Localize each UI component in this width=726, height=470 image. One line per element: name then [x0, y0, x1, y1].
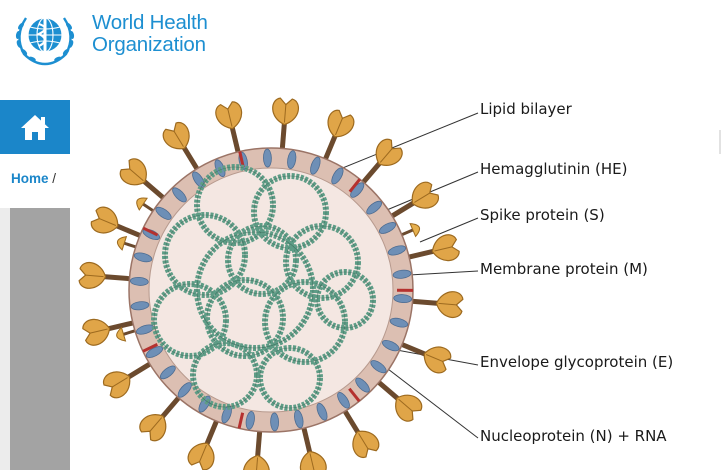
membrane-protein [245, 411, 255, 430]
breadcrumb: Home / [11, 171, 56, 186]
org-name-line2: Organization [92, 33, 206, 56]
leader-line [419, 217, 479, 243]
envelope-protein [396, 288, 414, 292]
membrane-protein [355, 377, 370, 393]
page-edge-divider [719, 130, 726, 154]
spike-protein [242, 427, 270, 470]
membrane-protein [133, 252, 153, 263]
who-logo[interactable]: World Health Organization [8, 6, 218, 68]
spike-protein [78, 261, 134, 289]
spike-protein [387, 181, 440, 221]
spike-protein [404, 234, 460, 262]
label-envelope-glycoprotein: Envelope glycoprotein (E) [480, 353, 674, 371]
spike-protein [215, 101, 243, 157]
spike-protein [358, 138, 403, 187]
spike-protein [119, 158, 168, 203]
spike-protein [102, 359, 155, 399]
membrane-protein [393, 294, 413, 304]
envelope-protein [348, 387, 361, 403]
membrane-protein [316, 402, 328, 421]
spike-protein [321, 109, 355, 164]
label-spike-protein: Spike protein (S) [480, 206, 605, 224]
hemagglutinin-protein [116, 235, 139, 251]
membrane-protein [378, 222, 397, 234]
label-lipid-bilayer: Lipid bilayer [480, 100, 572, 118]
label-hemagglutinin: Hemagglutinin (HE) [480, 160, 628, 178]
membrane-protein [387, 245, 407, 256]
spike-proteins [78, 97, 464, 470]
spike-protein [272, 97, 300, 153]
membrane-protein [172, 187, 187, 203]
hemagglutinin-protein [136, 197, 156, 214]
membrane-protein [177, 382, 192, 398]
breadcrumb-separator: / [52, 171, 57, 186]
membrane-protein [337, 392, 350, 409]
membrane-protein [263, 148, 272, 168]
spike-protein [397, 340, 452, 374]
membrane-protein [130, 301, 150, 311]
breadcrumb-home-link[interactable]: Home [11, 171, 49, 186]
org-name-line1: World Health [92, 11, 208, 34]
membrane-protein [155, 206, 172, 220]
home-button[interactable] [0, 100, 70, 154]
membrane-protein [287, 150, 297, 169]
home-icon [21, 115, 49, 140]
nucleoprotein-rna [151, 164, 376, 411]
membrane-protein [142, 228, 161, 241]
label-membrane-protein: Membrane protein (M) [480, 260, 648, 278]
membrane-protein [129, 276, 149, 286]
org-name: World Health Organization [92, 12, 208, 56]
membrane-proteins [129, 148, 414, 432]
membrane-protein [160, 365, 176, 380]
membrane-protein [381, 339, 400, 352]
leader-line [317, 112, 479, 179]
spike-protein [299, 423, 327, 470]
spike-protein [340, 406, 380, 459]
membrane-protein [392, 269, 412, 279]
who-emblem-icon [15, 14, 75, 66]
envelope-protein [142, 226, 159, 237]
envelope-protein [238, 151, 245, 168]
label-nucleoprotein: Nucleoprotein (N) + RNA [480, 427, 667, 445]
membrane-protein [145, 346, 164, 358]
spike-protein [90, 206, 145, 240]
membrane-protein [389, 317, 409, 328]
envelope-protein [348, 178, 361, 193]
spike-protein [374, 377, 423, 422]
membrane-protein [270, 412, 279, 432]
spike-protein [408, 291, 464, 319]
envelope-protein [142, 343, 158, 353]
spike-protein [139, 393, 184, 442]
envelope-protein [237, 412, 245, 429]
membrane-protein [366, 200, 382, 215]
membrane-protein [370, 360, 387, 374]
spike-protein [187, 416, 221, 470]
hemagglutinin-protein [399, 223, 421, 238]
sidebar-gray-block [10, 208, 70, 470]
coronavirus-diagram [78, 97, 479, 470]
spike-protein [162, 121, 202, 174]
hemagglutinin-protein [116, 326, 138, 342]
membrane-protein [331, 167, 344, 185]
spike-protein [82, 318, 138, 346]
membrane-protein [310, 156, 321, 175]
